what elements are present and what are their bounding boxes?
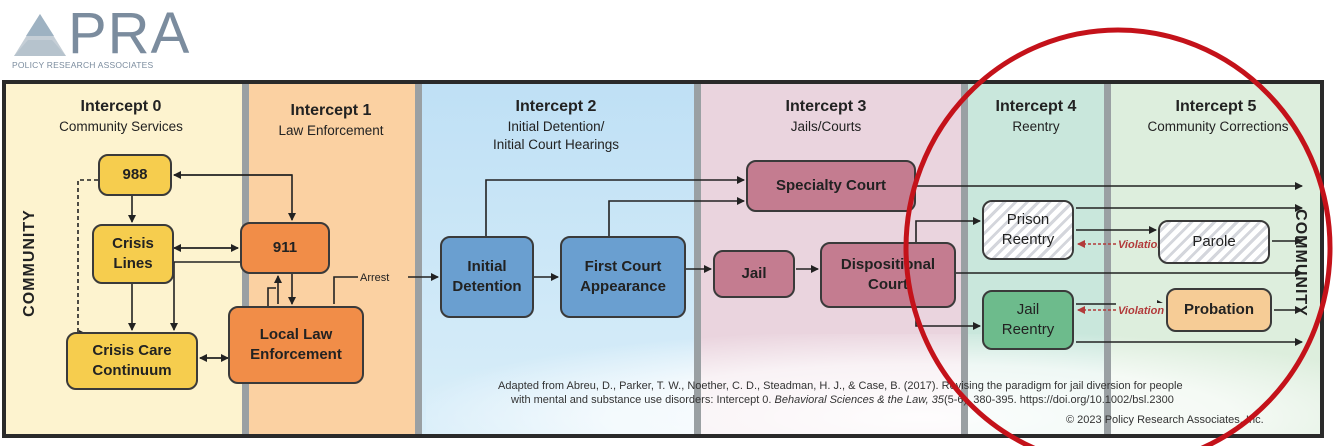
edge-dispositional-prison xyxy=(915,217,981,242)
citation-line-1: Adapted from Abreu, D., Parker, T. W., N… xyxy=(498,380,1183,392)
copyright: © 2023 Policy Research Associates, Inc. xyxy=(1066,414,1264,426)
community-label-right: COMMUNITY xyxy=(1292,209,1309,317)
separator xyxy=(415,84,422,434)
logo-subtitle: POLICY RESEARCH ASSOCIATES xyxy=(12,60,154,70)
node-911: 911 xyxy=(240,222,330,274)
community-label-left: COMMUNITY xyxy=(21,209,38,317)
logo-text: PRA xyxy=(68,1,191,66)
violation-label-probation: Violation xyxy=(1118,305,1164,317)
pra-triangle-logo-icon xyxy=(14,14,66,56)
separator xyxy=(694,84,701,434)
citation-line-2: with mental and substance use disorders:… xyxy=(511,394,1174,406)
node-988: 988 xyxy=(98,154,172,196)
intercept-1-title: Intercept 1 xyxy=(290,102,372,119)
intercept-2-title: Intercept 2 xyxy=(515,98,597,115)
edge-first-court-specialty xyxy=(608,197,745,236)
edge-dispositional-jail xyxy=(915,306,981,330)
sequential-intercept-diagram: Intercept 0 Community Services Intercept… xyxy=(2,80,1324,438)
edge-arrest xyxy=(333,276,358,304)
node-specialty-court: Specialty Court xyxy=(746,160,916,212)
edge-detention-specialty xyxy=(485,176,745,236)
intercept-3-subtitle: Jails/Courts xyxy=(790,119,862,134)
logo: PRA POLICY RESEARCH ASSOCIATES xyxy=(10,1,210,76)
node-parole: Parole xyxy=(1158,220,1270,264)
node-jail: Jail xyxy=(713,250,795,298)
edge-911-crisis-care xyxy=(170,261,246,331)
intercept-0-title: Intercept 0 xyxy=(80,98,162,115)
arrest-label: Arrest xyxy=(360,272,389,284)
intercept-3-title: Intercept 3 xyxy=(785,98,867,115)
node-probation: Probation xyxy=(1166,288,1272,332)
edge-local-law-911-b xyxy=(267,287,276,306)
intercept-1-subtitle: Law Enforcement xyxy=(278,123,384,138)
edge-988-911 xyxy=(174,174,296,221)
intercept-2-subtitle-line2: Initial Court Hearings xyxy=(492,137,620,152)
intercept-2-subtitle-line1: Initial Detention/ xyxy=(507,119,605,134)
intercept-0-subtitle: Community Services xyxy=(59,119,183,134)
